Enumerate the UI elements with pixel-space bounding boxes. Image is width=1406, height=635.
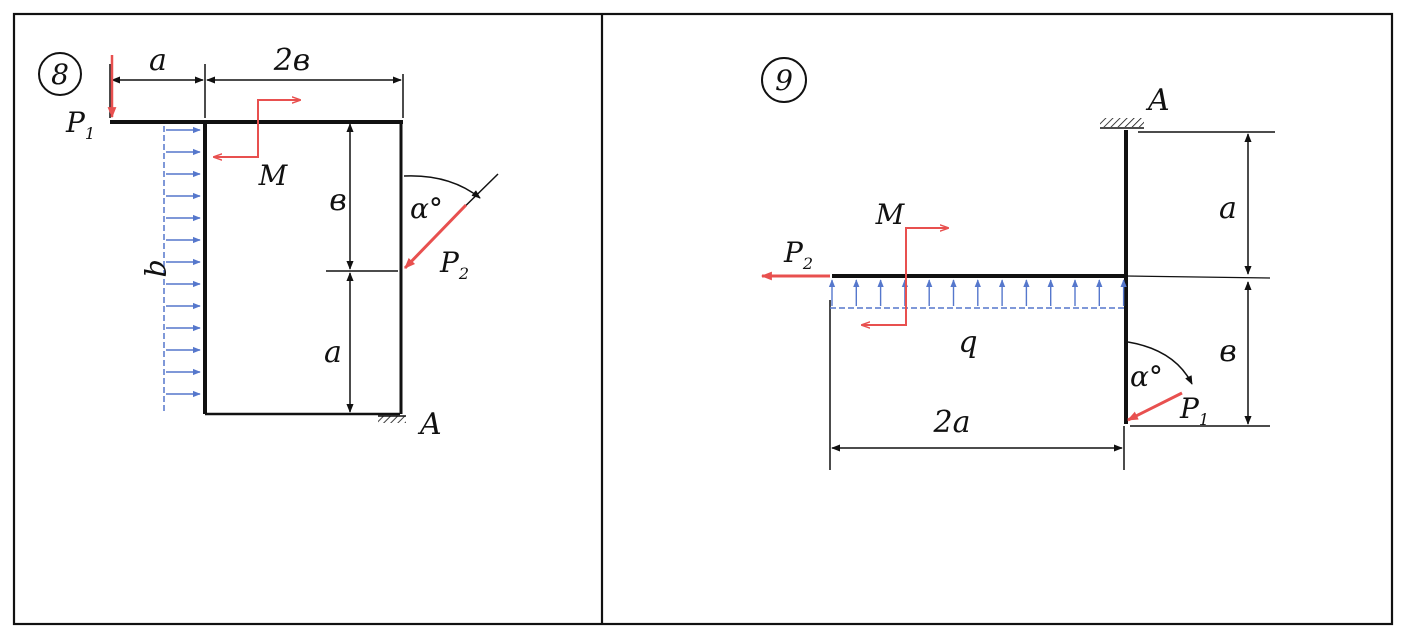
outer-frame [12, 12, 1394, 626]
problem-number: 9 [775, 64, 793, 97]
dimension-v-right [326, 123, 398, 272]
dimension-a-label: a [149, 43, 167, 78]
panel-8: 8 A a 2в [38, 43, 499, 442]
force-p1-label: P1 [65, 106, 95, 143]
frame-structure [110, 120, 403, 416]
support-label: A [417, 407, 442, 442]
dimension-v-label: в [329, 183, 346, 218]
dimension-a-label: a [1219, 191, 1237, 226]
distributed-load-arrows [166, 126, 201, 398]
problem-number-badge: 8 [38, 52, 82, 96]
dimension-a-right-label: a [324, 335, 342, 370]
dimension-extension [1125, 275, 1271, 279]
angle-arc [403, 175, 481, 199]
dimension-v-right [1130, 281, 1270, 427]
dimension-a-right [1138, 131, 1275, 275]
dimension-2v-label: 2в [273, 43, 311, 78]
problem-number: 8 [51, 58, 69, 91]
angle-label: α° [410, 192, 443, 225]
dimension-v-label: в [1219, 334, 1236, 369]
angle-arc [1127, 341, 1193, 385]
distributed-load-arrows [828, 279, 1127, 306]
fixed-support-a [1100, 118, 1144, 129]
force-p2-label: P2 [439, 246, 469, 283]
dimension-2v-top [206, 74, 404, 118]
panel-9: 9 A a в 2a [760, 57, 1275, 470]
moment-label: M [875, 198, 906, 231]
support-label: A [1145, 83, 1170, 118]
angle-label: α° [1130, 360, 1163, 393]
moment-m-symbol [862, 228, 948, 325]
force-p2-arrow [403, 203, 468, 270]
dimension-2a-label: 2a [933, 405, 971, 440]
moment-label: M [258, 159, 289, 192]
fixed-support-a [378, 415, 406, 423]
load-q-label: q [142, 258, 177, 277]
moment-m-symbol [214, 100, 300, 157]
problem-number-badge: 9 [761, 57, 807, 103]
load-q-label: q [958, 325, 977, 360]
frame-structure [829, 130, 1271, 470]
force-p1-label: P1 [1179, 392, 1209, 429]
force-p1-arrow [1127, 391, 1183, 422]
force-p2-label: P2 [783, 236, 813, 273]
